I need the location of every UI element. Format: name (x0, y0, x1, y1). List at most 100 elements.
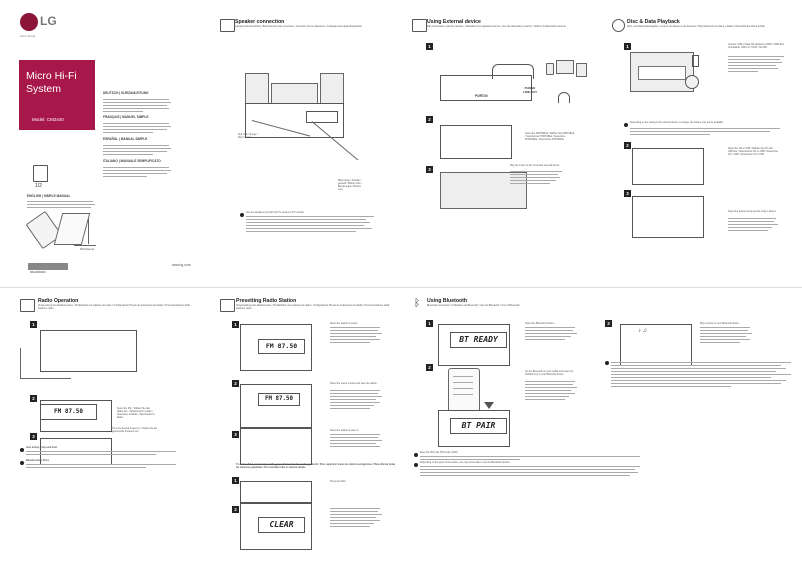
external-remote-display (440, 125, 512, 159)
lang-it-title: ITALIANO | MANUALE SEMPLIFICATO (103, 159, 161, 163)
cd-disc-icon (685, 75, 699, 89)
tagline: Life's Good (20, 34, 36, 38)
radio-freq: FM 87.50 (54, 408, 83, 415)
pin-text: Enter the PIN code (PIN code: 0000). (420, 452, 459, 454)
tune-text: Tune the desired frequency. / Stellen Si… (112, 428, 157, 433)
select-portable: Select the PORTABLE / Wählen Sie PORTABL… (525, 133, 575, 141)
press-hold: Press and hold. (330, 481, 346, 483)
speaker-subtitle: Lautsprecheranschluss / Branchement des … (235, 25, 362, 28)
bluetooth-subtitle: Bluetooth connection / Utilisation du Bl… (427, 304, 520, 307)
clear-text: CLEAR (269, 520, 294, 529)
fm-antenna-label: FM Antenna (80, 248, 94, 251)
pin-icon (414, 453, 418, 457)
connection-cable (492, 64, 534, 79)
play-text: Play a music on your Bluetooth device. (700, 323, 740, 325)
disc-note-icon (624, 123, 628, 127)
lang-de-title: DEUTSCH | KURZANLEITUNG (103, 91, 149, 95)
external-device-icon (412, 19, 427, 32)
antenna-wire (20, 348, 71, 379)
bt-pair: BT PAIR (461, 421, 496, 430)
manual-book-icon (33, 165, 48, 182)
speaker-panel: Speaker connection Lautsprecheranschluss… (200, 0, 400, 287)
disc-title: Disc & Data Playback (627, 19, 680, 25)
bt-pair-display: BT PAIR (450, 418, 507, 434)
radio-icon (20, 299, 35, 312)
preset-step-badge-2: 2 (232, 380, 239, 387)
bt-device-note-icon (414, 463, 418, 467)
preset-title: Presetting Radio Station (236, 298, 297, 304)
left-speaker-illustration (245, 73, 269, 107)
port-in-label: PORT.IN (475, 94, 488, 98)
disc-step-badge-1: 1 (624, 43, 631, 50)
preset-freq-1: FM 87.50 (265, 342, 298, 350)
port-rear-panel (440, 75, 532, 101)
lang-en-title: ENGLISH | SIMPLE MANUAL (27, 194, 71, 198)
radio-subtitle: Verwendung des Radiosenders / Prédéfinit… (38, 304, 190, 310)
bt-ready: BT READY (459, 335, 498, 344)
product-title-band (19, 60, 95, 130)
barcode (28, 263, 68, 270)
page-fraction: 1/2 (35, 183, 42, 189)
select-station: Select the station to preset. (330, 323, 358, 325)
bluetooth-icon: ᛒ (414, 298, 420, 309)
radio-remote-display (40, 400, 112, 432)
disc-tray (638, 66, 686, 80)
preset-remote-4 (240, 481, 312, 503)
lang-es-title: ESPAÑOL | MANUAL SIMPLE (103, 137, 148, 141)
down-arrow-icon (484, 402, 494, 409)
radio-rear-panel (40, 330, 137, 372)
clear-display: CLEAR (258, 517, 305, 533)
disc-icon (612, 19, 625, 32)
external-panel: Using External device Das Verwenden exte… (400, 0, 600, 287)
pair-text: Set the Bluetooth on your mobile and sel… (525, 371, 574, 376)
bt-step-badge-3: 3 (605, 320, 612, 327)
auto-tuning-icon (20, 448, 24, 452)
bluetooth-panel: ᛒ Using Bluetooth Bluetooth connection /… (400, 288, 802, 575)
caution-icon (240, 213, 244, 217)
right-speaker-illustration (320, 73, 344, 107)
preset-step-badge-3: 3 (232, 431, 239, 438)
preset-step-badge-4: 1 (232, 477, 239, 484)
music-note-icon: ♪ ♫ (638, 328, 648, 334)
bt-play-illustration (620, 324, 692, 366)
disc-note: Depending on the setting of the external… (630, 122, 724, 124)
select-folder: Select the desired song and the song is … (728, 211, 777, 213)
bt-step-badge-1: 1 (426, 320, 433, 327)
brand-text: LG (40, 14, 57, 28)
phone-illustration (546, 63, 554, 75)
preset-panel: Presetting Radio Station Voreinstellung … (200, 288, 400, 575)
manual-tuning-icon (20, 461, 24, 465)
disc-step-badge-2: 2 (624, 142, 631, 149)
radio-step-badge-2: 2 (30, 395, 37, 402)
external-device-play-illustration (440, 172, 527, 209)
bluetooth-title: Using Bluetooth (427, 298, 468, 304)
red-label: Red / Rot / Rouge / Rojo / Rosso (238, 134, 258, 139)
bt-note-icon (605, 361, 609, 365)
radio-title: Radio Operation (38, 298, 79, 304)
disc-remote-display-2 (632, 196, 704, 238)
headphone-icon (558, 92, 570, 103)
bt-device-note: Depending on the types of the device, yo… (420, 462, 511, 464)
disc-panel: Disc & Data Playback Disk- und Datenwied… (600, 0, 802, 287)
external-title: Using External device (427, 19, 481, 25)
auto-tuning: Auto tuning: Press and hold (26, 447, 57, 449)
manual-tuning: Manual tuning: Press (26, 460, 50, 462)
barcode-text: MFL00000000 (30, 271, 46, 274)
bt-ready-display: BT READY (450, 332, 507, 348)
preset-freq-display-1: FM 87.50 (258, 339, 305, 354)
tablet-illustration (576, 63, 587, 77)
preset-step-badge-1: 1 (232, 321, 239, 328)
website: www.lg.com (172, 263, 191, 267)
preset-step-badge-5: 2 (232, 506, 239, 513)
delete-title: To delete all the saved station / Alle g… (236, 464, 396, 469)
disc-compat: Content: USB or Data CD playback of MP3 … (728, 44, 785, 49)
preset-freq-display-2: FM 87.50 (258, 393, 300, 406)
select-cd-usb: Select the CD or USB / Wählen Sie CD ode… (728, 148, 778, 156)
save-text: Select the station to save to. (330, 430, 359, 432)
fm-antenna-illustration (88, 218, 89, 244)
preset-radio-icon (220, 299, 235, 312)
select-fm: Select the FM. / Wählen Sie das Radio au… (117, 408, 155, 419)
play-music: Play the music on the connected external… (510, 165, 560, 167)
select-number: Select the preset number and save the st… (330, 383, 378, 385)
speaker-terminals (306, 111, 338, 123)
